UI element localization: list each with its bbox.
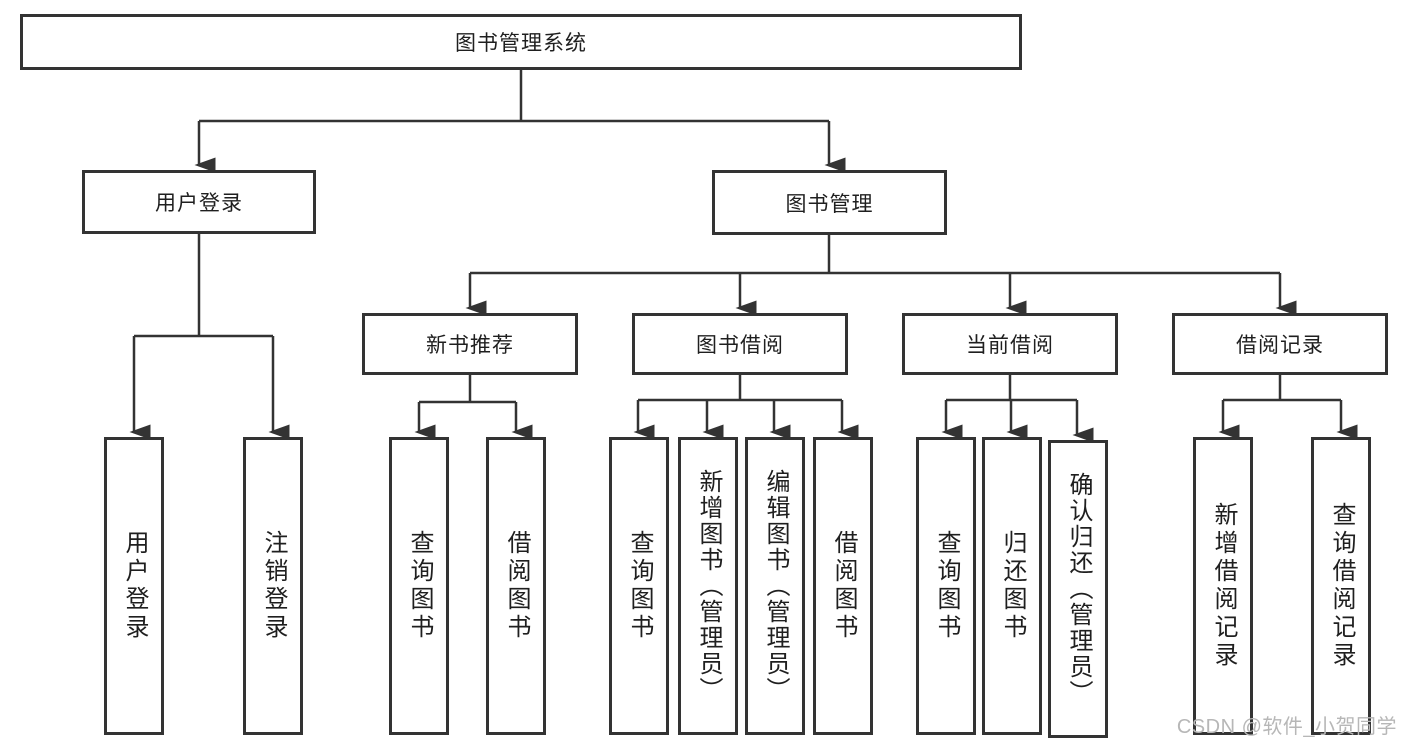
csdn-watermark: CSDN @软件_小贺同学 <box>1176 716 1397 738</box>
node-current-borrowing: 当前借阅 <box>902 313 1118 375</box>
leaf-user-login: 用户登录 <box>104 437 164 735</box>
leaf-logout: 注销登录 <box>243 437 303 735</box>
leaf-edit-book-admin: 编辑图书（管理员） <box>745 437 805 735</box>
leaf-borrow-books: 借阅图书 <box>813 437 873 735</box>
node-borrowing-records: 借阅记录 <box>1172 313 1388 375</box>
leaf-confirm-return-admin: 确认归还（管理员） <box>1048 440 1108 738</box>
node-root-library-system: 图书管理系统 <box>20 14 1022 70</box>
leaf-add-borrow-record: 新增借阅记录 <box>1193 437 1253 735</box>
leaf-query-books-borrow: 查询图书 <box>609 437 669 735</box>
leaf-borrow-books-recommend: 借阅图书 <box>486 437 546 735</box>
leaf-query-books-recommend: 查询图书 <box>389 437 449 735</box>
node-book-management-module: 图书管理 <box>712 170 947 235</box>
leaf-query-borrow-record: 查询借阅记录 <box>1311 437 1371 735</box>
leaf-return-book: 归还图书 <box>982 437 1042 735</box>
leaf-add-book-admin: 新增图书（管理员） <box>678 437 738 735</box>
node-new-book-recommend: 新书推荐 <box>362 313 578 375</box>
leaf-query-books-current: 查询图书 <box>916 437 976 735</box>
node-user-login-module: 用户登录 <box>82 170 316 234</box>
node-book-borrowing: 图书借阅 <box>632 313 848 375</box>
